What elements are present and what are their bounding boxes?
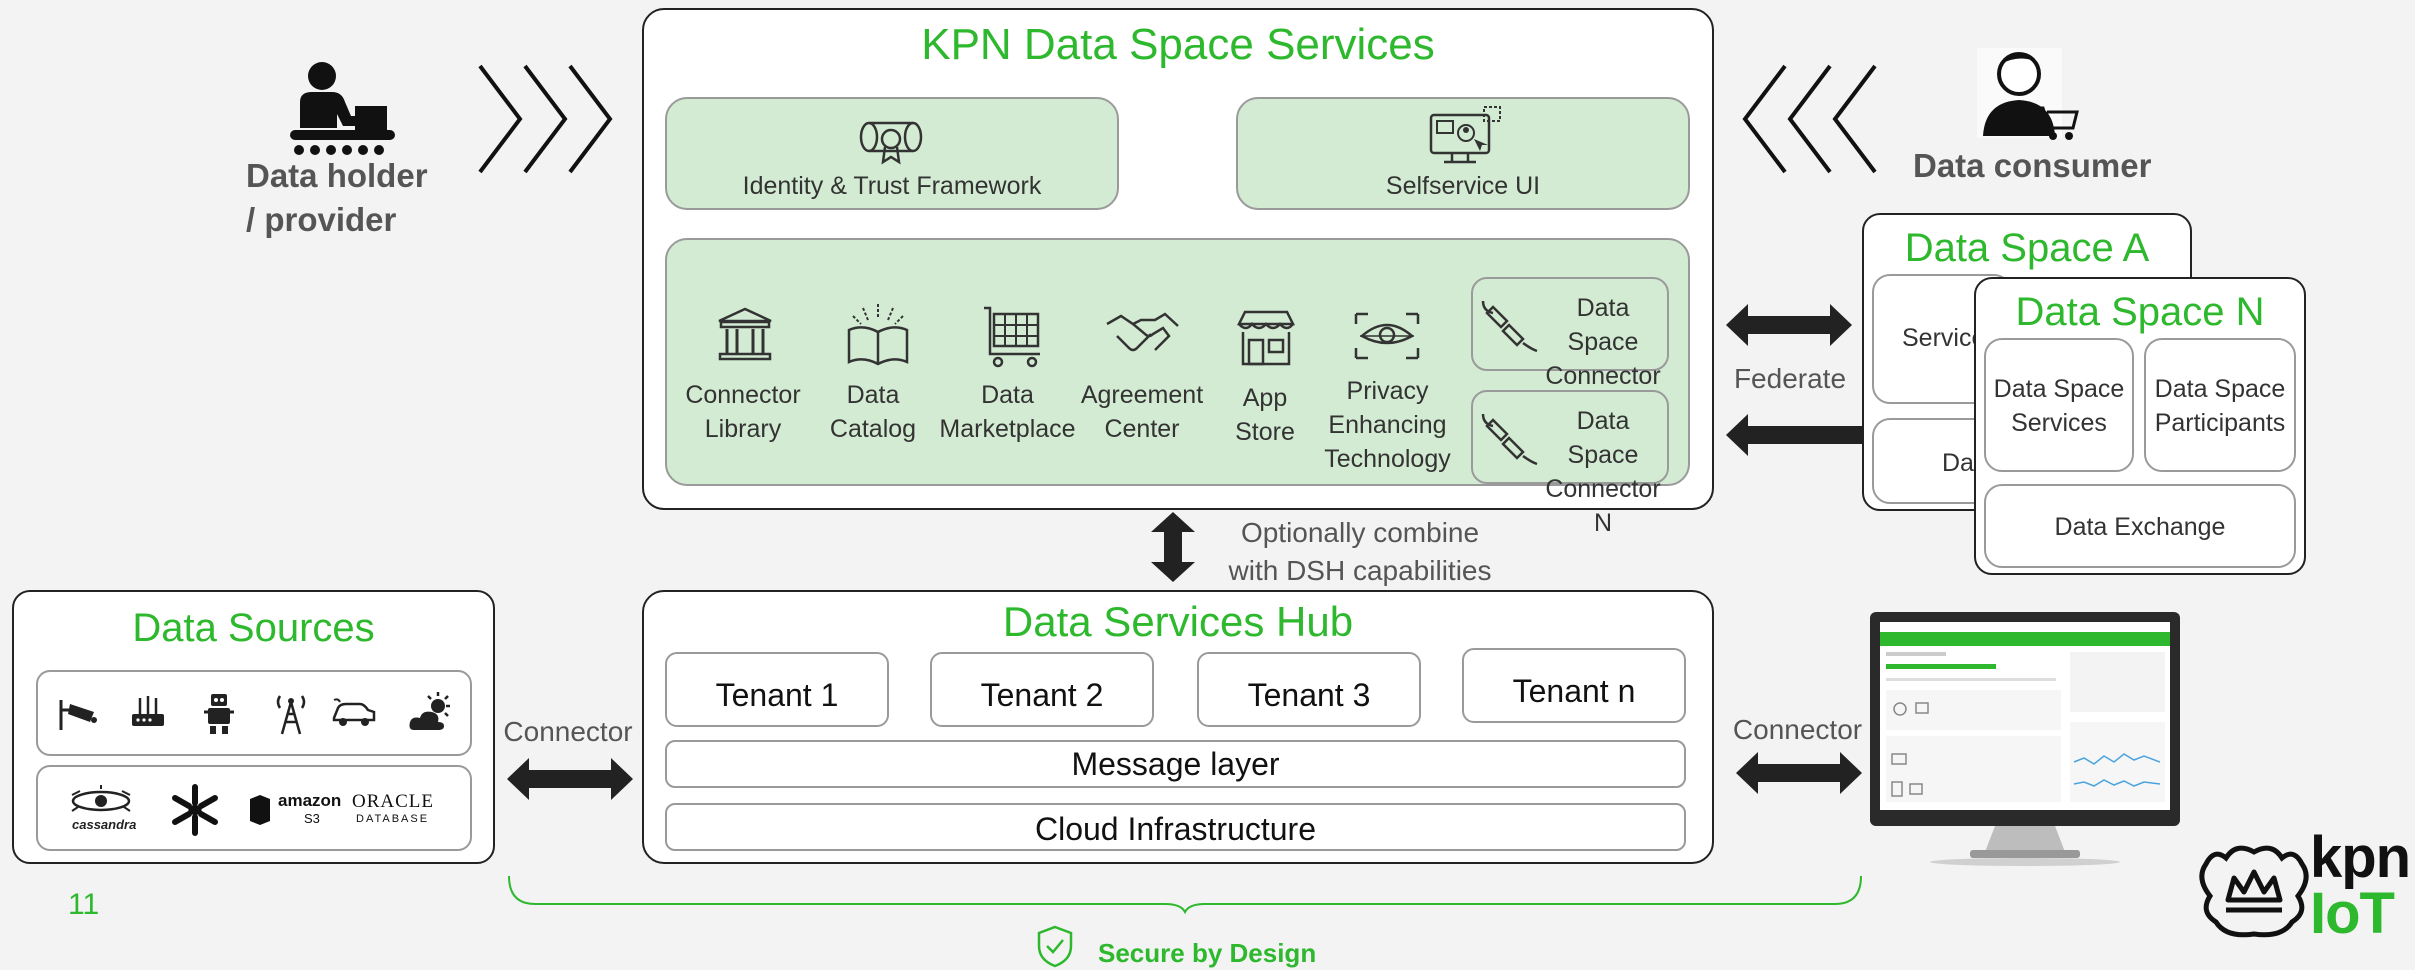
data-space-a-data-label: Da: [1942, 449, 1974, 477]
consumer-label: Data consumer: [1913, 147, 2152, 184]
data-sources-title: Data Sources: [132, 606, 375, 650]
car-icon: [332, 698, 376, 726]
connector-right-label: Connector: [1732, 714, 1863, 745]
tenant-1-label: Tenant 1: [715, 677, 839, 713]
plug-icon: [1481, 413, 1538, 466]
combine-arrow: [1151, 512, 1195, 582]
tenant-1-box: Tenant 1: [665, 652, 889, 727]
data-space-a-title: Data Space A: [1904, 226, 2150, 270]
shield-icon: [1037, 925, 1073, 968]
snowflake-logo: [172, 784, 218, 836]
tenant-2-label: Tenant 2: [980, 677, 1104, 713]
router-icon: [132, 696, 164, 726]
message-layer-label: Message layer: [1071, 746, 1280, 782]
chevrons-right-icon: [478, 64, 613, 174]
provider-label-line2: / provider: [246, 201, 397, 238]
slide-number: 11: [68, 888, 100, 921]
data-space-n-title: Data Space N: [2015, 290, 2265, 334]
identity-trust-label: Identity & Trust Framework: [742, 172, 1042, 200]
selfservice-label: Selfservice UI: [1385, 172, 1541, 200]
data-exchange-box: Data Exchange: [1984, 484, 2296, 568]
connector-right-arrow: [1736, 752, 1862, 794]
brand-kpn: kpn: [2310, 825, 2411, 890]
provider-label-line1: Data holder: [246, 157, 428, 194]
secure-bracket: [508, 875, 1862, 915]
data-space-a-services-label: Service: [1902, 324, 1986, 352]
book-icon: [847, 304, 909, 366]
cassandra-logo: [71, 785, 131, 812]
secure-by-design-label: Secure by Design: [1098, 938, 1317, 968]
tenant-n-box: Tenant n: [1462, 648, 1686, 723]
iot-devices-box: [36, 670, 472, 756]
federate-arrow-a: [1726, 304, 1852, 346]
cloud-infrastructure-box: Cloud Infrastructure: [665, 803, 1686, 851]
hub-title: Data Services Hub: [1002, 598, 1354, 645]
databases-box: cassandra amazon S3 ORACLE DATABASE: [36, 765, 472, 851]
store-icon: [1236, 310, 1296, 366]
chevrons-left-icon: [1742, 64, 1877, 174]
amazon-text: amazon: [278, 791, 342, 810]
tenant-n-label: Tenant n: [1512, 673, 1636, 709]
selfservice-box: Selfservice UI: [1236, 97, 1690, 210]
cloud-infrastructure-label: Cloud Infrastructure: [1034, 811, 1316, 847]
identity-trust-box: Identity & Trust Framework: [665, 97, 1119, 210]
kpn-crown-logo: [2199, 845, 2309, 938]
amazon-s3-logo: [250, 795, 270, 825]
antenna-icon: [276, 695, 306, 735]
worker-conveyor-icon: [290, 62, 395, 155]
brand-iot: IoT: [2310, 881, 2395, 946]
certificate-icon: [859, 121, 923, 165]
database-text: DATABASE: [356, 813, 430, 825]
federate-label: Federate: [1733, 363, 1847, 394]
tenant-3-box: Tenant 3: [1197, 652, 1421, 727]
s3-text: S3: [304, 811, 320, 826]
cart-icon: [984, 306, 1040, 368]
weather-icon: [409, 692, 450, 730]
bank-icon: [718, 307, 772, 361]
robot-icon: [204, 694, 234, 734]
oracle-text: ORACLE: [352, 791, 434, 812]
monitor-icon: [1429, 106, 1501, 164]
cassandra-text: cassandra: [72, 817, 137, 832]
federate-arrow-n: [1726, 414, 1972, 456]
message-layer-box: Message layer: [665, 740, 1686, 788]
camera-icon: [59, 700, 97, 730]
tenant-2-box: Tenant 2: [930, 652, 1154, 727]
connector-left-label: Connector: [503, 716, 633, 747]
kpn-services-title: KPN Data Space Services: [921, 20, 1435, 69]
shopper-icon: [1977, 48, 2079, 140]
handshake-icon: [1106, 312, 1179, 352]
plug-icon: [1481, 300, 1538, 353]
dashboard-monitor-icon: [1870, 612, 2180, 866]
data-exchange-label: Data Exchange: [2054, 513, 2226, 541]
connector-left-arrow: [507, 758, 633, 800]
tenant-3-label: Tenant 3: [1247, 677, 1371, 713]
eye-icon: [1354, 312, 1420, 360]
